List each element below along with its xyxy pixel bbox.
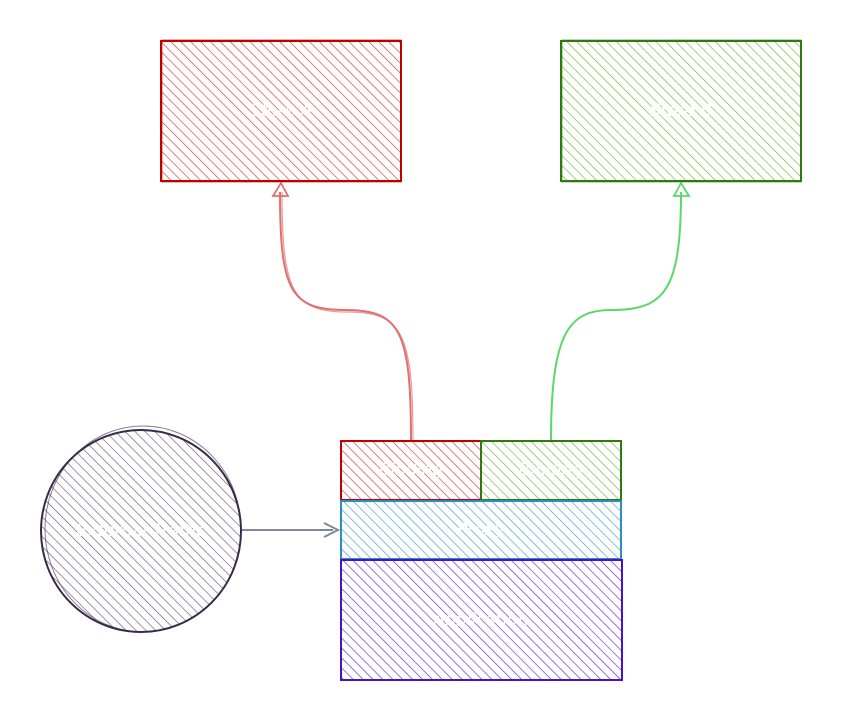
store-b-label: Store B xyxy=(650,101,712,121)
store-a-node[interactable]: Store A xyxy=(160,39,402,183)
edge-binding-b-to-store-b xyxy=(550,181,691,441)
arrowhead-store-a xyxy=(271,181,290,197)
edge-external-to-proxy xyxy=(242,522,341,538)
edge-binding-a-to-store-a xyxy=(271,181,414,441)
store-a-label: Store A xyxy=(250,101,312,121)
binding-a-node[interactable]: Binding xyxy=(340,440,482,501)
external-traffic-label: External Traffic xyxy=(76,521,206,541)
proxy-label: Proxy xyxy=(457,520,506,540)
arrowhead-proxy xyxy=(323,522,341,538)
store-b-node[interactable]: Store B xyxy=(560,39,802,183)
proxy-node[interactable]: Proxy xyxy=(340,500,622,560)
binding-b-label: Binding xyxy=(519,460,583,480)
binding-a-label: Binding xyxy=(379,460,443,480)
arrowhead-store-b xyxy=(672,181,691,197)
application-node[interactable]: Application xyxy=(340,559,623,681)
binding-b-node[interactable]: Binding xyxy=(480,440,622,501)
external-traffic-node[interactable]: External Traffic xyxy=(40,425,242,633)
application-label: Application xyxy=(433,610,529,630)
